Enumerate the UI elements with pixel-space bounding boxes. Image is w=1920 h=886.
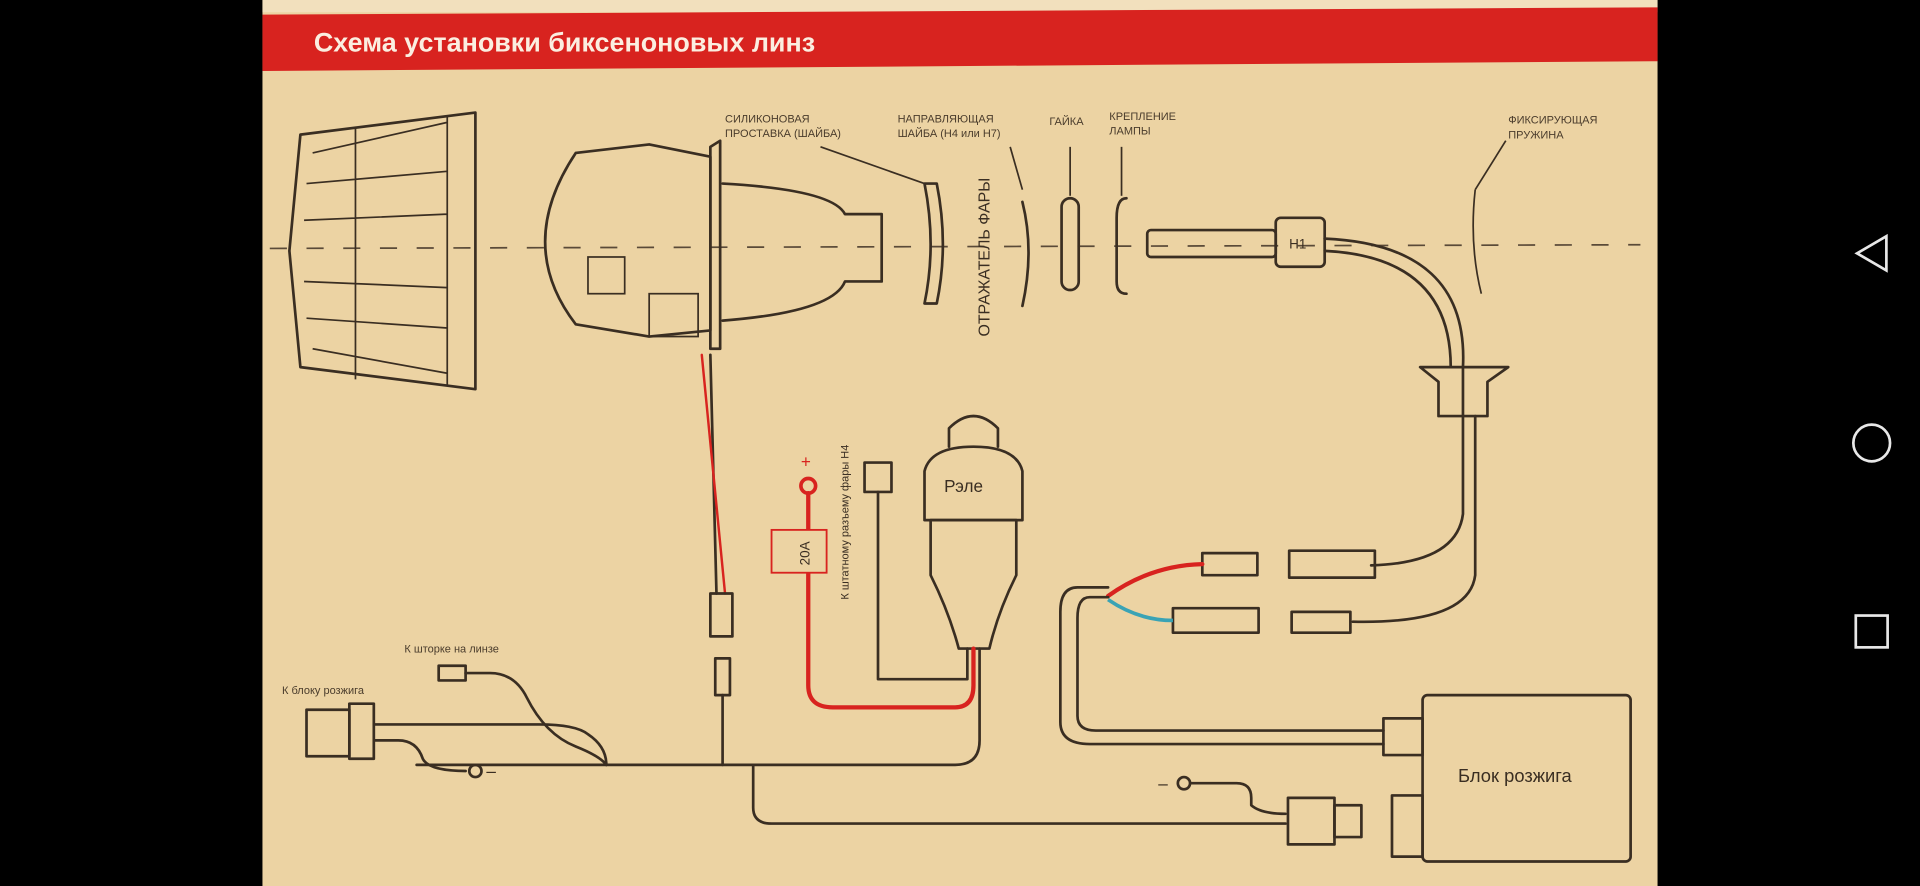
silicone-spacer	[923, 182, 945, 305]
guide-washer	[1021, 200, 1030, 308]
svg-text:ОТРАЖАТЕЛЬ ФАРЫ: ОТРАЖАТЕЛЬ ФАРЫ	[976, 178, 993, 337]
svg-text:ПРОСТАВКА (ШАЙБА): ПРОСТАВКА (ШАЙБА)	[725, 127, 841, 140]
svg-text:К штатному разъему фары Н4: К штатному разъему фары Н4	[840, 445, 852, 600]
back-triangle-icon[interactable]	[1854, 233, 1888, 273]
home-circle-icon[interactable]	[1851, 423, 1892, 463]
android-nav-bar	[1851, 233, 1892, 649]
svg-text:ГАЙКА: ГАЙКА	[1049, 115, 1084, 128]
svg-text:К блоку розжига: К блоку розжига	[282, 685, 365, 697]
diagram-title: Схема установки биксеноновых линз	[314, 27, 815, 57]
relay: Рэле	[923, 414, 1024, 650]
connector	[1290, 610, 1352, 635]
paper-background	[262, 0, 1658, 886]
svg-text:–: –	[1158, 773, 1168, 793]
shutter-plug	[437, 664, 467, 682]
svg-text:20A: 20A	[797, 541, 812, 565]
connector	[1287, 549, 1377, 579]
svg-text:+: +	[801, 451, 811, 471]
h1-bulb: H1	[1145, 216, 1327, 269]
ignition-unit: Блок розжига	[1382, 693, 1632, 863]
svg-text:–: –	[486, 761, 496, 781]
shutter-connector	[709, 592, 734, 638]
fuse	[770, 528, 828, 574]
recents-square-icon[interactable]	[1854, 614, 1889, 649]
svg-text:H1: H1	[1289, 236, 1306, 251]
headlight-housing	[288, 111, 477, 391]
svg-text:ШАЙБА (Н4 или Н7): ШАЙБА (Н4 или Н7)	[898, 127, 1001, 140]
svg-text:НАПРАВЛЯЮЩАЯ: НАПРАВЛЯЮЩАЯ	[898, 113, 994, 125]
fixing-spring	[1472, 189, 1483, 294]
svg-text:СИЛИКОНОВАЯ: СИЛИКОНОВАЯ	[725, 113, 810, 125]
lamp-mount	[1115, 196, 1128, 296]
nut	[1060, 196, 1081, 292]
svg-text:ЛАМПЫ: ЛАМПЫ	[1109, 126, 1150, 138]
svg-text:КРЕПЛЕНИЕ: КРЕПЛЕНИЕ	[1109, 111, 1176, 123]
svg-text:ПРУЖИНА: ПРУЖИНА	[1508, 129, 1564, 141]
svg-text:ФИКСИРУЮЩАЯ: ФИКСИРУЮЩАЯ	[1508, 115, 1597, 127]
svg-text:Блок розжига: Блок розжига	[1458, 765, 1572, 786]
optical-axis	[269, 243, 1641, 250]
grommet	[1418, 365, 1510, 418]
svg-text:К шторке на линзе: К шторке на линзе	[404, 643, 498, 655]
svg-text:Рэле: Рэле	[944, 476, 983, 496]
title-banner	[262, 7, 1658, 71]
bixenon-lens	[543, 139, 884, 351]
